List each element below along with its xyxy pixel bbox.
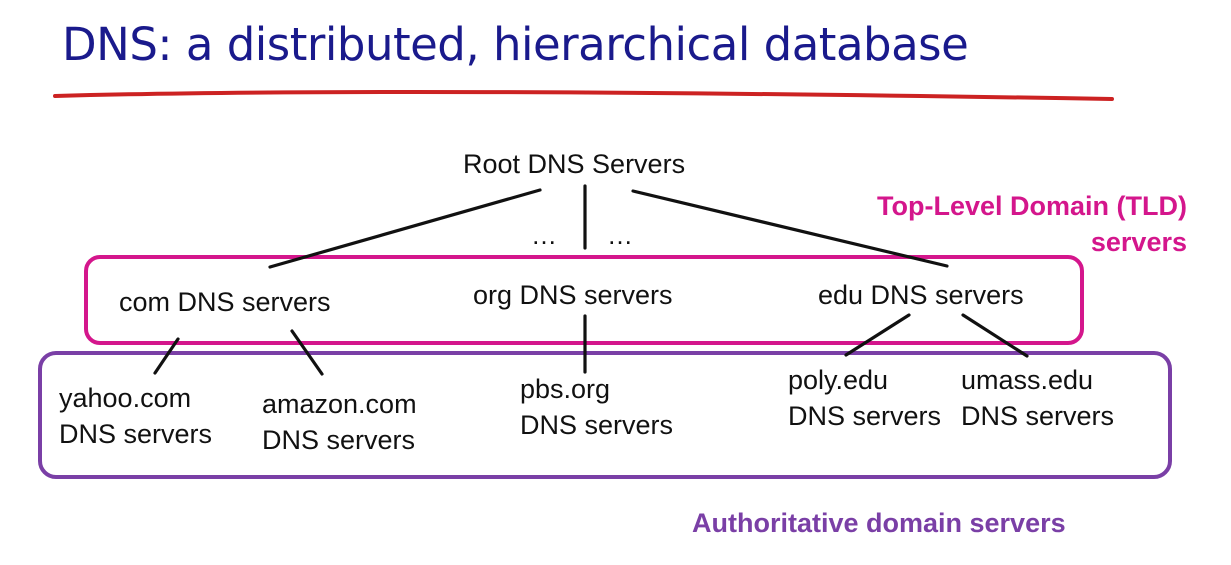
auth-group-box [38,351,1172,479]
tld-server-com: com DNS servers [119,287,331,317]
edge-com-yahoo [153,337,180,375]
auth-server-amazon-line2: DNS servers [262,425,416,455]
auth-server-pbs: pbs.org DNS servers [520,371,673,443]
auth-server-yahoo-line1: yahoo.com [59,383,192,413]
auth-server-yahoo: yahoo.com DNS servers [59,380,212,452]
auth-server-poly-line2: DNS servers [788,401,942,431]
auth-server-poly-line1: poly.edu [788,365,889,395]
root-dns-servers: Root DNS Servers [463,149,686,179]
tld-label-line2: servers [1090,227,1187,257]
auth-server-umass: umass.edu DNS servers [961,362,1114,434]
ellipsis-right: … [607,220,633,250]
ellipsis-left: … [531,220,557,250]
auth-server-umass-line2: DNS servers [961,401,1115,431]
edge-edu-poly [844,313,911,357]
auth-server-yahoo-line2: DNS servers [59,419,213,449]
edge-com-amazon [290,329,324,376]
auth-server-umass-line1: umass.edu [961,365,1094,395]
auth-server-pbs-line1: pbs.org [520,374,611,404]
edge-root-com [268,188,542,269]
tld-server-org: org DNS servers [473,280,673,310]
tld-label-line1: Top-Level Domain (TLD) [877,191,1187,221]
slide-title: DNS: a distributed, hierarchical databas… [62,18,969,71]
auth-server-poly: poly.edu DNS servers [788,362,941,434]
auth-server-amazon-line1: amazon.com [262,389,417,419]
tld-group-label: Top-Level Domain (TLD) servers [877,188,1187,260]
auth-group-label: Authoritative domain servers [692,508,1066,538]
auth-server-pbs-line2: DNS servers [520,410,674,440]
tld-server-edu: edu DNS servers [818,280,1024,310]
edge-edu-umass [961,313,1029,358]
auth-server-amazon: amazon.com DNS servers [262,386,417,458]
edge-root-edu [631,189,949,268]
